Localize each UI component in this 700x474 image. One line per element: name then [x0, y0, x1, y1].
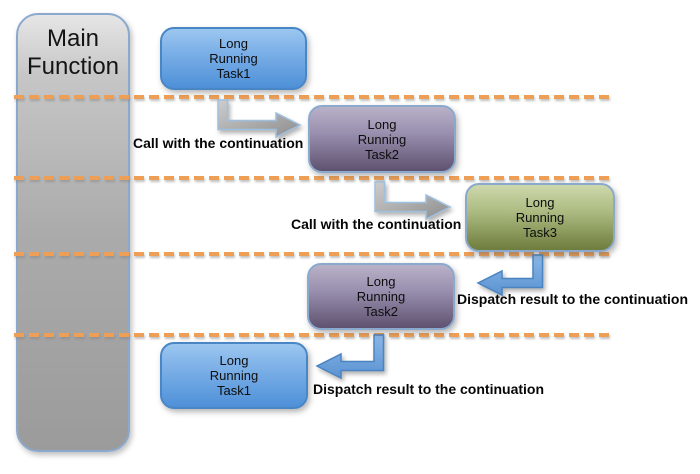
call-continuation-label-1: Call with the continuation	[133, 135, 304, 151]
task-line: Running	[356, 289, 406, 304]
task-line: Long	[525, 195, 555, 210]
task-box-long-running-task2: Long Running Task2	[308, 105, 456, 173]
task-line: Running	[357, 131, 407, 147]
task-box-long-running-task1-return: Long Running Task1	[160, 342, 308, 409]
task-line: Task1	[217, 383, 251, 398]
phase-divider-1	[14, 95, 613, 99]
task-box-long-running-task3: Long Running Task3	[465, 183, 615, 252]
task-line: Task3	[523, 225, 557, 240]
task-line: Long	[367, 116, 397, 132]
main-function-label-line1: Main	[46, 25, 100, 52]
phase-divider-4	[14, 333, 613, 337]
main-function-label-line2: Function	[26, 53, 120, 80]
dispatch-result-arrow-2-icon	[315, 334, 385, 380]
task-line: Long	[366, 274, 396, 289]
task-box-long-running-task2-return: Long Running Task2	[307, 263, 455, 330]
call-continuation-arrow-2-icon	[374, 181, 452, 221]
call-continuation-label-2: Call with the continuation	[291, 216, 462, 232]
main-function-lifeline: Main Function	[16, 13, 130, 452]
phase-divider-2	[14, 176, 613, 180]
task-line: Running	[209, 51, 258, 66]
task-line: Long	[219, 353, 249, 368]
task-line: Running	[515, 210, 565, 225]
dispatch-result-label-1: Dispatch result to the continuation	[457, 291, 689, 307]
call-continuation-arrow-1-icon	[217, 99, 302, 139]
task-line: Task2	[364, 304, 398, 319]
task-line: Long	[219, 36, 248, 51]
dispatch-result-arrow-1-icon	[476, 254, 544, 297]
task-box-long-running-task1: Long Running Task1	[160, 27, 307, 90]
task-line: Running	[209, 368, 259, 383]
dispatch-result-label-2: Dispatch result to the continuation	[313, 381, 545, 397]
task-line: Task1	[216, 66, 251, 81]
task-line: Task2	[365, 146, 399, 162]
phase-divider-3	[14, 252, 613, 256]
